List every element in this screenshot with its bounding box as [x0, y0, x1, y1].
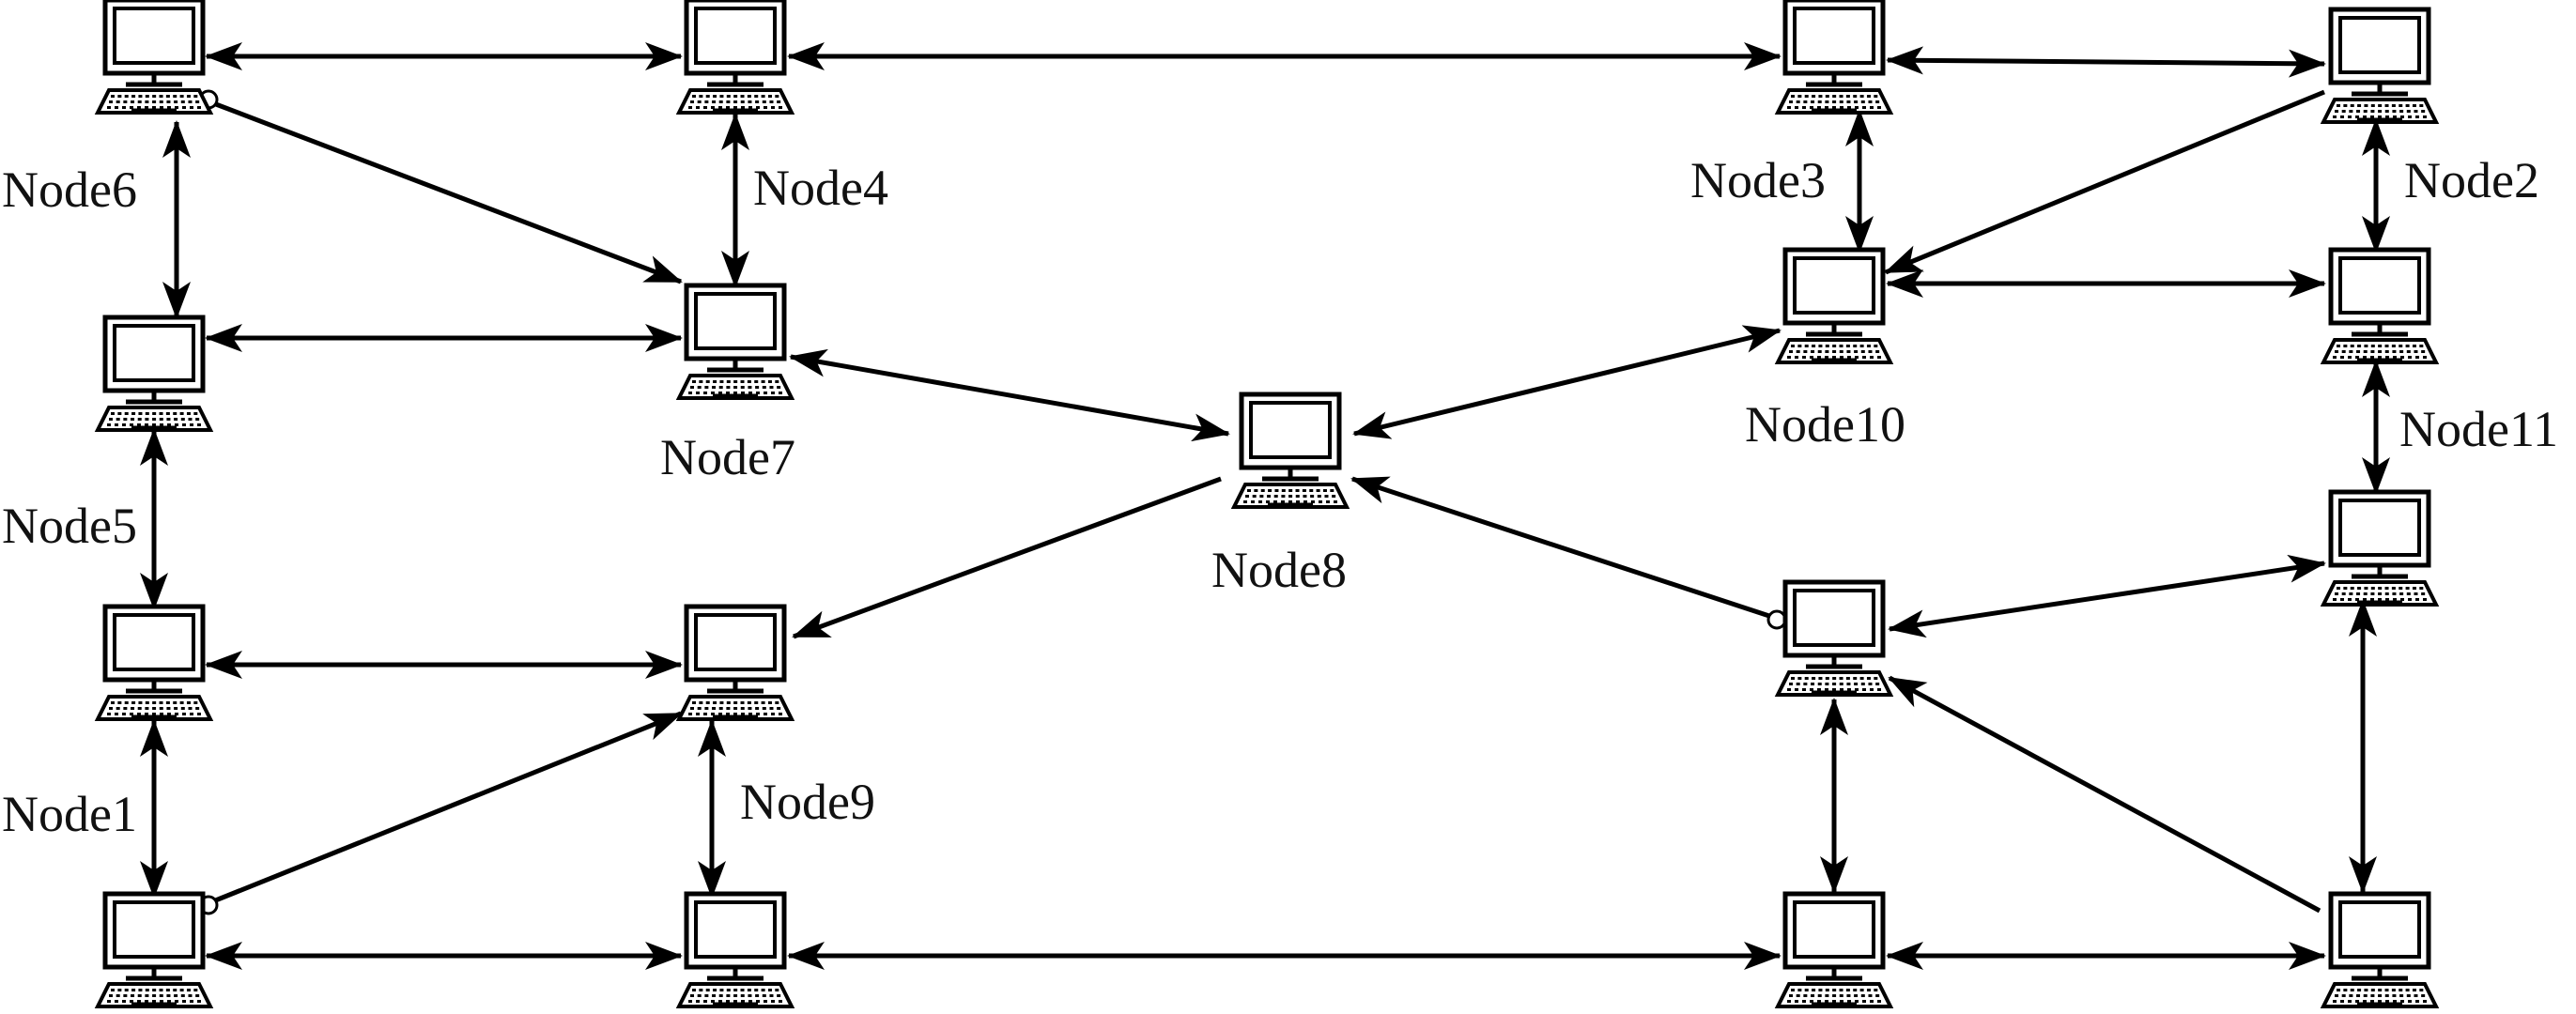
- computer-icon: [675, 0, 795, 115]
- computer-icon: [675, 891, 795, 1008]
- edge-node-label: Node2: [2404, 152, 2539, 208]
- edge-n8-n9t: [792, 476, 1222, 639]
- connection-lines: [140, 42, 2390, 970]
- edge-node-label: Node3: [1690, 152, 1826, 208]
- computer-icon: [2320, 891, 2440, 1008]
- node-label: Node6: [2, 161, 137, 218]
- edge-t3-tr: [1886, 46, 2326, 78]
- computer-icon: [1774, 891, 1894, 1008]
- node-label: Node10: [1745, 396, 1905, 453]
- edge-tr-n10: [1884, 89, 2325, 275]
- computer-icon: [675, 604, 795, 721]
- edge-node-label: Node9: [740, 774, 875, 830]
- edge-n10-n8: [1352, 325, 1782, 439]
- node-label: Node7: [660, 429, 795, 485]
- computer-icon: [94, 0, 214, 115]
- computer-icon: [94, 604, 214, 721]
- edge-bl-n9t: [208, 711, 683, 906]
- edge-node-label: Node11: [2399, 401, 2558, 457]
- node-label: Node8: [1211, 542, 1347, 598]
- edge-node-label: Node5: [2, 498, 137, 554]
- computer-icon: [1230, 392, 1350, 509]
- computer-icon: [1774, 579, 1894, 697]
- connector-dot-n12: [1766, 609, 1787, 630]
- computer-icon: [2320, 247, 2440, 364]
- edge-node-label: Node1: [2, 786, 137, 842]
- computer-icon: [94, 315, 214, 432]
- computer-icon: [94, 891, 214, 1008]
- computer-icon: [1774, 0, 1894, 115]
- computer-icon: [2320, 489, 2440, 607]
- edge-br-n12: [1888, 675, 2321, 914]
- computer-icon: [675, 283, 795, 400]
- computer-nodes: [94, 0, 2440, 1008]
- edge-n11b-n12: [1888, 554, 2326, 638]
- edge-n7-n8: [789, 348, 1230, 442]
- computer-icon: [1774, 247, 1894, 364]
- edge-n8-n12: [1350, 476, 1776, 621]
- edge-tl-n7: [208, 99, 683, 284]
- computer-icon: [2320, 7, 2440, 124]
- edge-node-label: Node4: [753, 160, 888, 216]
